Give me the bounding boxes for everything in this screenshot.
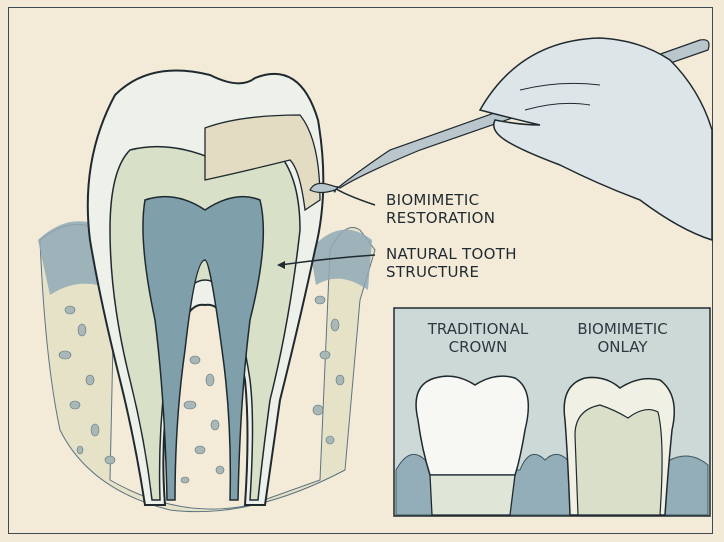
- label-line: CROWN: [448, 338, 508, 356]
- natural-tooth-structure-label: NATURAL TOOTH STRUCTURE: [386, 245, 517, 281]
- label-line: RESTORATION: [386, 209, 496, 227]
- gum-and-bone: [38, 221, 376, 513]
- label-line: BIOMIMETIC: [577, 320, 668, 338]
- label-line: TRADITIONAL: [427, 320, 529, 338]
- biomimetic-restoration-label: BIOMIMETIC RESTORATION: [386, 191, 495, 227]
- natural-structure-arrow: [279, 254, 376, 266]
- label-line: ONLAY: [597, 338, 648, 356]
- restoration-arrow: [332, 186, 376, 206]
- label-line: NATURAL TOOTH: [386, 245, 517, 263]
- biomimetic-onlay-label: BIOMIMETIC ONLAY: [555, 320, 690, 356]
- comparison-inset-panel: [393, 307, 711, 517]
- traditional-crown-label: TRADITIONAL CROWN: [408, 320, 548, 356]
- label-line: STRUCTURE: [386, 263, 480, 281]
- molar-cross-section: [86, 69, 325, 506]
- label-line: BIOMIMETIC: [386, 191, 480, 209]
- hand-with-dental-explorer: [309, 37, 713, 242]
